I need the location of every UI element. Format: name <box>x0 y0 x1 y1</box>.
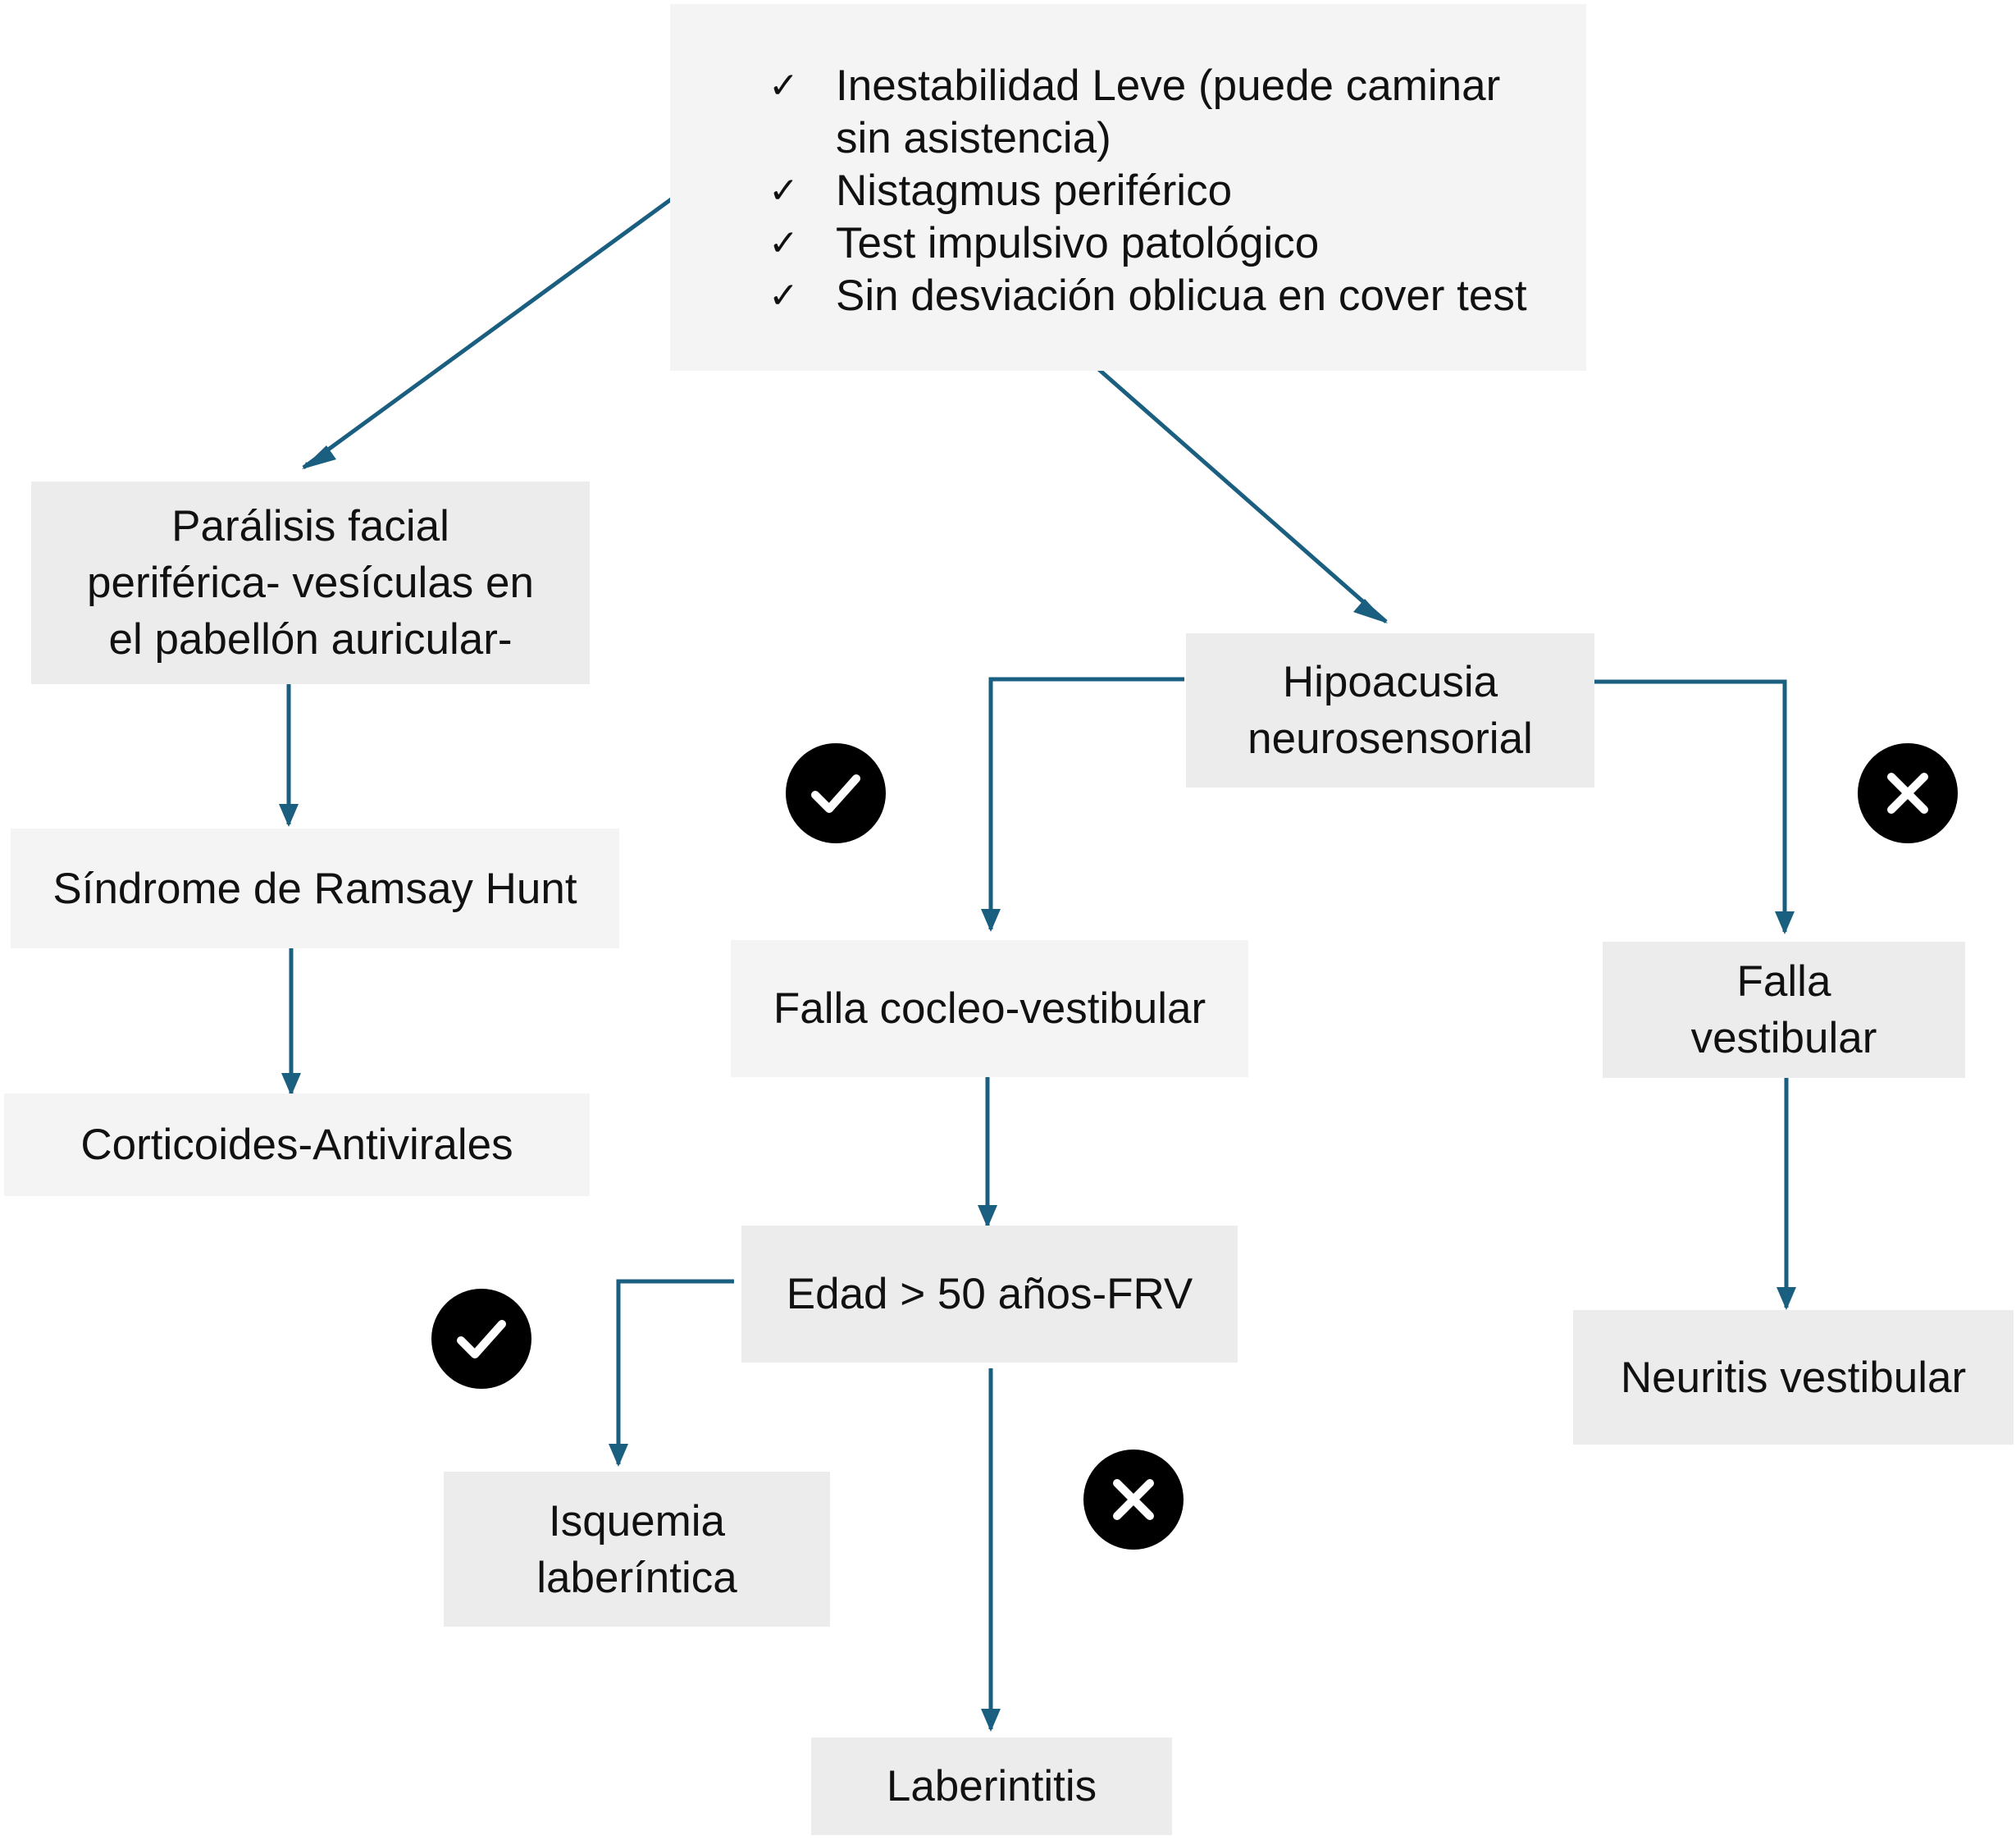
criteria-item: ✓ Nistagmus periférico <box>769 165 1572 217</box>
arrowhead <box>279 804 299 827</box>
paralisis-facial-box: Parálisis facial periférica- vesículas e… <box>31 482 590 684</box>
arrow-edad-to-isquemia <box>616 1279 734 1464</box>
x-icon <box>1083 1450 1184 1550</box>
isquemia-laberintica-box: Isquemia laberíntica <box>444 1472 830 1627</box>
checkmark-icon: ✓ <box>769 170 799 212</box>
criteria-box: ✓ Inestabilidad Leve (puede caminar sin … <box>670 4 1586 371</box>
check-icon-glyph <box>457 1320 506 1358</box>
arrowhead <box>978 1205 997 1228</box>
criteria-item: ✓ Inestabilidad Leve (puede caminar sin … <box>769 60 1572 165</box>
falla-vestibular-box: Falla vestibular <box>1603 942 1965 1078</box>
arrow-top-to-hipoacusia <box>1088 359 1388 623</box>
corticoides-box: Corticoides-Antivirales <box>4 1093 590 1196</box>
criteria-text: Test impulsivo patológico <box>836 219 1320 267</box>
arrowhead <box>1775 911 1795 934</box>
criteria-item: ✓ Test impulsivo patológico <box>769 217 1572 270</box>
check-icon-glyph <box>811 774 860 813</box>
criteria-item: ✓ Sin desviación oblicua en cover test <box>769 270 1572 322</box>
criteria-list: ✓ Inestabilidad Leve (puede caminar sin … <box>769 60 1572 322</box>
arrowhead <box>981 1709 1001 1732</box>
arrow-hipoacusia-to-vestibular <box>1594 679 1787 932</box>
criteria-text: Nistagmus periférico <box>836 167 1233 215</box>
x-icon-glyph <box>1113 1479 1154 1520</box>
check-icon <box>786 743 886 843</box>
neuritis-vestibular-box: Neuritis vestibular <box>1573 1310 2014 1445</box>
arrowhead <box>609 1444 628 1467</box>
criteria-text: Inestabilidad Leve (puede caminar sin as… <box>836 62 1501 162</box>
arrow-top-to-paralisis <box>302 193 678 470</box>
falla-cocleo-vestibular-box: Falla cocleo-vestibular <box>731 940 1248 1077</box>
checkmark-icon: ✓ <box>769 275 799 317</box>
x-icon <box>1858 743 1958 843</box>
x-icon-glyph <box>1887 773 1928 814</box>
arrowhead <box>302 445 336 469</box>
arrow-hipoacusia-to-coclear <box>988 677 1184 929</box>
arrowhead <box>1353 599 1388 623</box>
check-icon <box>431 1289 531 1389</box>
criteria-text: Sin desviación oblicua en cover test <box>836 272 1527 320</box>
arrowhead <box>981 909 1001 932</box>
ramsay-hunt-box: Síndrome de Ramsay Hunt <box>11 829 619 948</box>
checkmark-icon: ✓ <box>769 65 799 107</box>
checkmark-icon: ✓ <box>769 222 799 264</box>
laberintitis-box: Laberintitis <box>811 1737 1172 1835</box>
hipoacusia-box: Hipoacusia neurosensorial <box>1186 633 1594 788</box>
arrowhead <box>1777 1287 1796 1310</box>
edad-frv-box: Edad > 50 años-FRV <box>741 1226 1238 1363</box>
arrowhead <box>281 1073 301 1096</box>
